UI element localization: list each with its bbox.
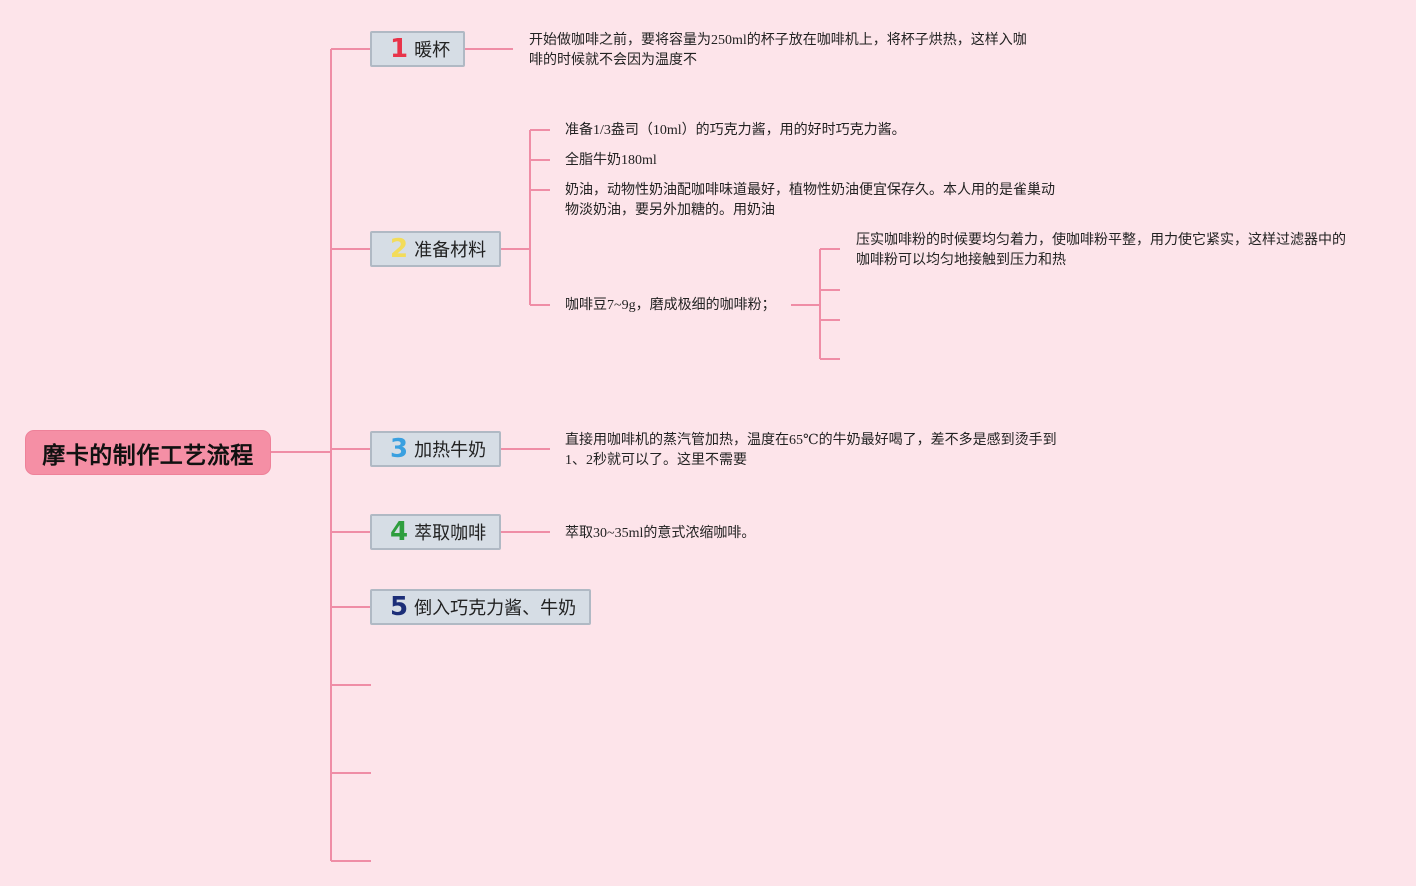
topic-pour-chocolate-milk[interactable]: 5 倒入巧克力酱、牛奶: [370, 589, 591, 625]
topic-label: 倒入巧克力酱、牛奶: [414, 598, 577, 619]
leaf-tamp-coffee[interactable]: 压实咖啡粉的时候要均匀着力，使咖啡粉平整，用力使它紧实，这样过滤器中的咖啡粉可以…: [856, 233, 1346, 268]
leaf-chocolate-sauce[interactable]: 准备1/3盎司（10ml）的巧克力酱，用的好时巧克力酱。: [565, 123, 906, 138]
topic-warm-cup[interactable]: 1 暖杯: [370, 31, 465, 67]
topic-label: 暖杯: [414, 40, 451, 61]
leaf-whole-milk[interactable]: 全脂牛奶180ml: [565, 153, 657, 168]
number-2-icon: 2: [390, 234, 409, 264]
root-title: 摩卡的制作工艺流程: [42, 442, 254, 469]
topic-label: 萃取咖啡: [414, 523, 487, 544]
topic-label: 加热牛奶: [414, 440, 487, 461]
root-topic[interactable]: 摩卡的制作工艺流程: [25, 430, 271, 475]
number-1-icon: 1: [390, 34, 409, 64]
leaf-cream[interactable]: 奶油，动物性奶油配咖啡味道最好，植物性奶油便宜保存久。本人用的是雀巢动物淡奶油，…: [565, 183, 1055, 218]
topic-extract-coffee[interactable]: 4 萃取咖啡: [370, 514, 501, 550]
leaf-warm-cup-note[interactable]: 开始做咖啡之前，要将容量为250ml的杯子放在咖啡机上，将杯子烘热，这样入咖啡的…: [529, 33, 1027, 68]
number-5-icon: 5: [390, 592, 409, 622]
number-4-icon: 4: [390, 517, 409, 547]
leaf-heat-milk-note[interactable]: 直接用咖啡机的蒸汽管加热，温度在65℃的牛奶最好喝了，差不多是感到烫手到1、2秒…: [565, 433, 1057, 468]
topic-heat-milk[interactable]: 3 加热牛奶: [370, 431, 501, 467]
topic-label: 准备材料: [414, 240, 487, 261]
number-3-icon: 3: [390, 434, 409, 464]
leaf-coffee-beans[interactable]: 咖啡豆7~9g，磨成极细的咖啡粉；: [565, 298, 776, 313]
topic-prepare-materials[interactable]: 2 准备材料: [370, 231, 501, 267]
leaf-extract-note[interactable]: 萃取30~35ml的意式浓缩咖啡。: [565, 526, 756, 541]
